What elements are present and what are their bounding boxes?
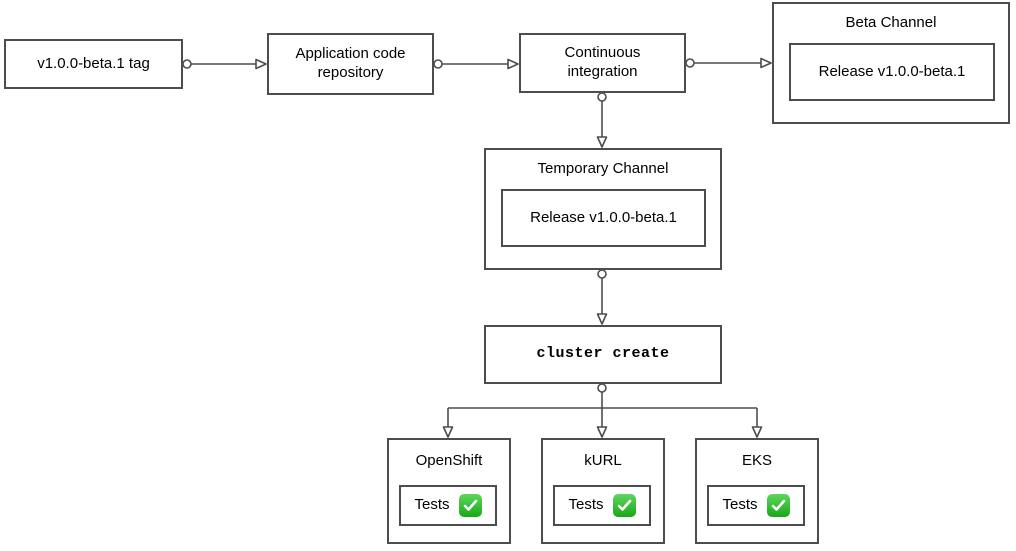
connector-repo-to-ci — [433, 58, 519, 70]
node-cluster-create: cluster create — [484, 325, 722, 384]
beta-channel-title: Beta Channel — [845, 14, 937, 31]
node-continuous-integration: Continuous integration — [519, 33, 686, 93]
temporary-channel-title: Temporary Channel — [537, 160, 669, 177]
temporary-release-label: Release v1.0.0-beta.1 — [530, 208, 677, 226]
check-mark-icon — [612, 494, 636, 517]
connector-tag-to-repo — [182, 58, 267, 70]
connector-ci-to-beta-channel — [685, 57, 772, 69]
check-mark-icon — [458, 494, 482, 517]
platform-eks-title: EKS — [741, 452, 772, 469]
platform-kurl-title: kURL — [584, 452, 622, 469]
version-tag-label: v1.0.0-beta.1 tag — [37, 54, 150, 72]
cluster-create-label: cluster create — [536, 345, 670, 363]
connector-cluster-create-to-platforms — [442, 383, 763, 438]
eks-tests-box: Tests — [707, 485, 805, 526]
kurl-tests-box: Tests — [553, 485, 651, 526]
connector-temp-channel-to-cluster-create — [596, 269, 608, 325]
continuous-integration-label: Continuous integration — [564, 44, 641, 80]
platform-openshift-title: OpenShift — [415, 452, 483, 469]
node-beta-release: Release v1.0.0-beta.1 — [789, 43, 995, 101]
node-temporary-release: Release v1.0.0-beta.1 — [501, 189, 706, 247]
check-mark-icon — [766, 494, 790, 517]
kurl-tests-label: Tests — [568, 496, 604, 514]
openshift-tests-label: Tests — [414, 496, 450, 514]
app-repo-label: Application code repository — [295, 45, 406, 81]
openshift-tests-box: Tests — [399, 485, 497, 526]
node-app-repo: Application code repository — [267, 33, 434, 95]
node-version-tag: v1.0.0-beta.1 tag — [4, 39, 183, 89]
eks-tests-label: Tests — [722, 496, 758, 514]
beta-release-label: Release v1.0.0-beta.1 — [818, 62, 966, 80]
connector-ci-to-temp-channel — [596, 92, 608, 148]
